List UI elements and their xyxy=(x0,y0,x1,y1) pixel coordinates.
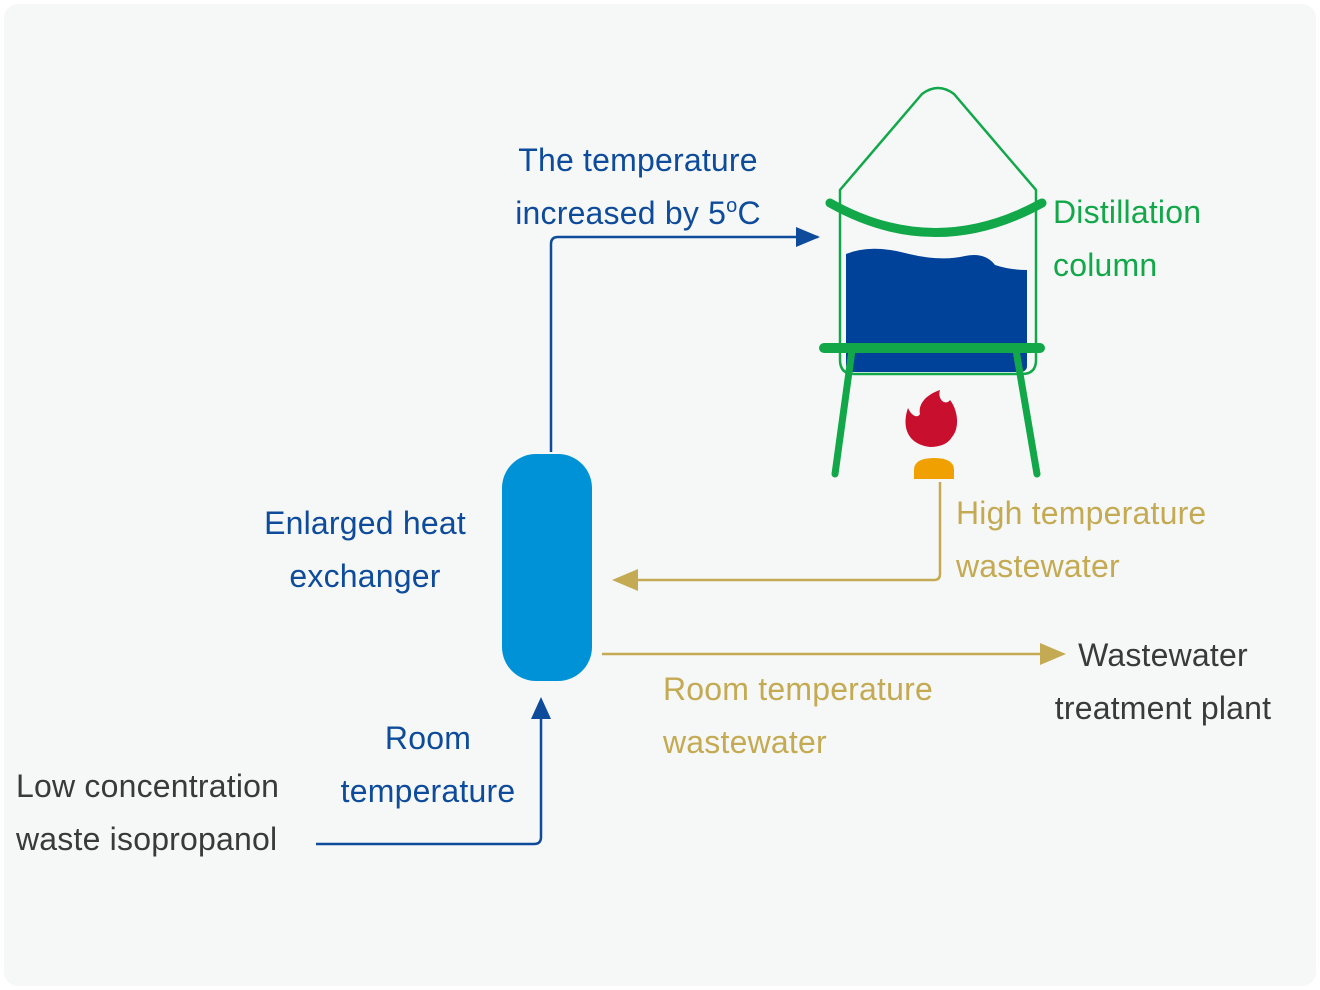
cool-wastewater-arrowhead xyxy=(1040,643,1066,665)
input-isopropanol-line2: waste isopropanol xyxy=(16,821,278,857)
room-temp-wastewater-line1: Room temperature xyxy=(663,671,933,707)
heat-exchanger-line2: exchanger xyxy=(289,558,441,594)
heat-exchanger xyxy=(502,454,592,681)
input-isopropanol-label: Low concentration waste isopropanol xyxy=(16,760,279,866)
room-temperature-line2: temperature xyxy=(340,773,516,809)
room-temperature-label: Room temperature xyxy=(322,712,534,818)
feed-stream-arrowhead xyxy=(531,697,551,719)
wastewater-plant-label: Wastewater treatment plant xyxy=(1032,629,1294,735)
distillation-column-line1: Distillation xyxy=(1053,194,1202,230)
column-liquid xyxy=(846,248,1027,372)
temperature-increase-line2: increased by 5oC xyxy=(492,187,784,245)
column-stand-leg-left xyxy=(831,346,856,478)
column-outline xyxy=(838,86,1038,376)
temperature-increase-line1: The temperature xyxy=(518,142,758,178)
degree-sign: o xyxy=(726,195,738,217)
wastewater-plant-line2: treatment plant xyxy=(1054,690,1272,726)
heat-exchanger-line1: Enlarged heat xyxy=(264,505,466,541)
hot-wastewater-arrow xyxy=(632,482,942,582)
hot-wastewater-arrowhead xyxy=(612,569,638,591)
celsius-unit: C xyxy=(737,195,761,231)
distillation-column xyxy=(819,86,1047,478)
high-temp-wastewater-line2: wastewater xyxy=(956,548,1120,584)
diagram-panel xyxy=(4,4,1316,986)
room-temp-wastewater-line2: wastewater xyxy=(663,724,827,760)
wastewater-plant-line1: Wastewater xyxy=(1078,637,1248,673)
high-temp-wastewater-line1: High temperature xyxy=(956,495,1207,531)
input-isopropanol-line1: Low concentration xyxy=(16,768,280,804)
distillation-column-label: Distillation column xyxy=(1053,186,1201,292)
flame-icon xyxy=(905,390,958,447)
heat-exchanger-label: Enlarged heat exchanger xyxy=(244,497,486,603)
heated-stream-arrow xyxy=(549,235,818,452)
column-condenser-bar xyxy=(825,198,1047,237)
room-temperature-line1: Room xyxy=(384,720,472,756)
feed-stream-arrow xyxy=(316,702,543,846)
temperature-increase-value: increased by 5 xyxy=(515,195,727,231)
temperature-increase-label: The temperature increased by 5oC xyxy=(492,134,784,245)
distillation-column-line2: column xyxy=(1053,247,1158,283)
column-stand-leg-right xyxy=(1012,346,1041,478)
heated-stream-arrowhead xyxy=(796,227,820,247)
high-temp-wastewater-label: High temperature wastewater xyxy=(956,487,1206,593)
burner-icon xyxy=(914,458,954,479)
room-temp-wastewater-label: Room temperature wastewater xyxy=(663,663,933,769)
